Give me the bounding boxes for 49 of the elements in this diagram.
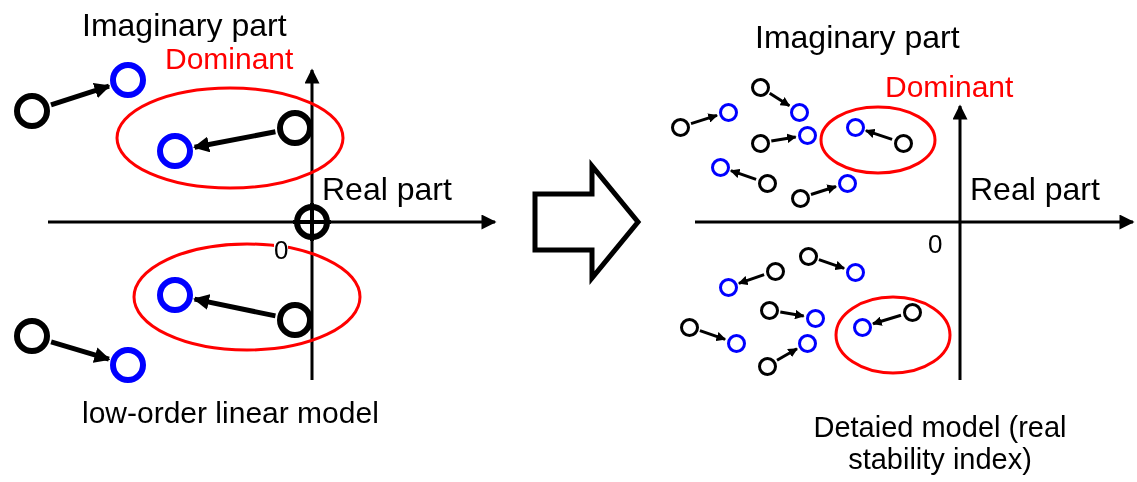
pole-marker [789, 102, 809, 122]
pole-marker [845, 117, 865, 137]
pole-marker [845, 262, 865, 282]
pole-marker [750, 133, 770, 153]
pole-marker [726, 333, 746, 353]
arrow [699, 329, 726, 342]
pole-marker [718, 102, 738, 122]
arrow [776, 347, 798, 362]
arrow [872, 313, 902, 326]
pole-marker [679, 317, 699, 337]
pole-marker [797, 333, 817, 353]
pole-marker [277, 110, 313, 146]
pole-marker [670, 117, 690, 137]
arrow [768, 91, 791, 108]
pole-marker [277, 302, 313, 338]
pole-marker [110, 62, 146, 98]
pole-marker [14, 93, 50, 129]
arrow [193, 129, 276, 153]
arrow [193, 294, 276, 319]
arrow [818, 258, 845, 271]
pole-marker [805, 308, 825, 328]
arrow [865, 128, 893, 141]
origin-pole-marker [290, 200, 334, 244]
pole-marker [902, 302, 922, 322]
arrow [730, 168, 757, 181]
arrow [780, 309, 805, 320]
pole-marker [718, 277, 738, 297]
arrow [738, 273, 765, 286]
pole-marker [790, 188, 810, 208]
pole-marker [14, 318, 50, 354]
pole-marker [157, 133, 193, 169]
pole-marker [893, 133, 913, 153]
arrow [810, 184, 837, 196]
pole-marker [110, 347, 146, 383]
pole-marker [750, 77, 770, 97]
pole-marker [798, 246, 818, 266]
pole-marker [765, 261, 785, 281]
pole-marker [157, 277, 193, 313]
pole-marker [757, 173, 777, 193]
arrow [50, 339, 111, 363]
arrow [771, 133, 797, 144]
pole-marker [852, 317, 872, 337]
arrow [690, 113, 718, 126]
pole-marker [759, 300, 779, 320]
arrow [50, 82, 111, 108]
pole-marker [710, 157, 730, 177]
pole-marker [757, 356, 777, 376]
pole-marker [837, 173, 857, 193]
pole-marker [797, 125, 817, 145]
